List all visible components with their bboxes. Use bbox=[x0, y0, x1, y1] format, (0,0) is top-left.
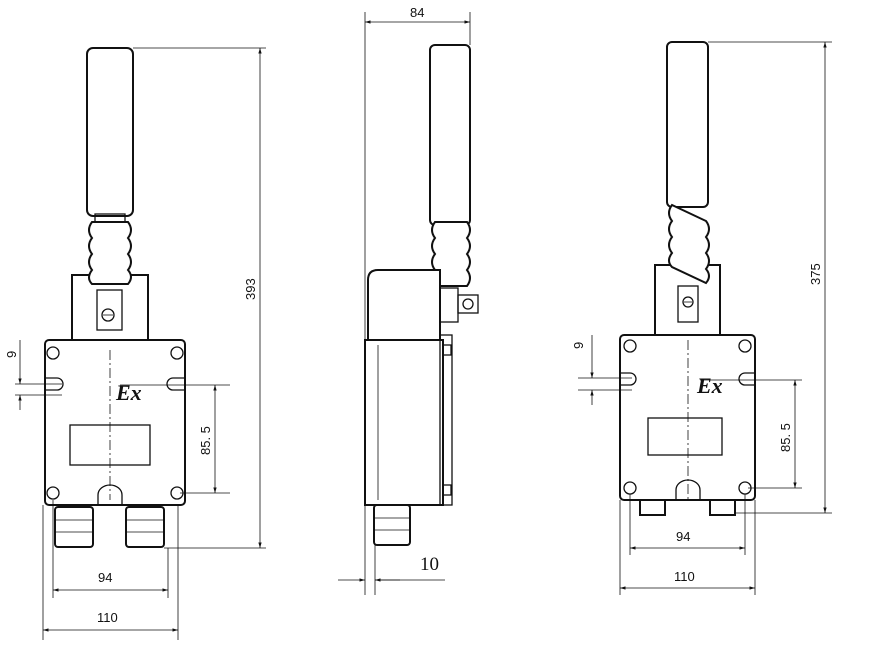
enclosure bbox=[364, 339, 444, 506]
mounting-plate bbox=[654, 264, 721, 338]
dim-overall-width: 110 bbox=[97, 610, 118, 625]
handle bbox=[666, 41, 709, 208]
dim-hole-spacing-horizontal: 94 bbox=[98, 570, 112, 585]
front-view-left: Ex 393 9 85. 5 94 110 bbox=[4, 47, 266, 640]
cable-gland bbox=[373, 504, 411, 546]
bellows bbox=[668, 203, 710, 285]
ex-marking: Ex bbox=[115, 380, 142, 405]
dim-slot-offset: 9 bbox=[4, 351, 19, 358]
dim-hole-spacing-vertical: 85. 5 bbox=[778, 423, 793, 452]
dim-hole-spacing-vertical: 85. 5 bbox=[198, 426, 213, 455]
nameplate bbox=[647, 417, 723, 456]
handle bbox=[429, 44, 471, 226]
cable-gland bbox=[639, 499, 666, 516]
ex-marking: Ex bbox=[696, 373, 723, 398]
dim-gland-offset: 10 bbox=[420, 554, 439, 575]
dim-overall-height: 375 bbox=[808, 263, 823, 285]
dim-overall-width: 110 bbox=[674, 569, 695, 584]
dim-depth: 84 bbox=[410, 5, 424, 20]
dim-hole-spacing-horizontal: 94 bbox=[676, 529, 690, 544]
dim-slot-offset: 9 bbox=[571, 342, 586, 349]
clamp bbox=[677, 285, 699, 323]
upper-housing bbox=[367, 269, 441, 341]
side-view: 84 10 bbox=[338, 5, 479, 595]
enclosure bbox=[44, 339, 186, 506]
nameplate bbox=[69, 424, 151, 466]
front-view-right: Ex 375 9 85. 5 94 110 bbox=[571, 41, 832, 595]
clamp bbox=[96, 289, 123, 331]
dim-overall-height: 393 bbox=[243, 278, 258, 300]
bellows bbox=[88, 221, 132, 285]
bellows bbox=[431, 221, 471, 287]
handle bbox=[86, 47, 134, 217]
cable-gland bbox=[125, 506, 165, 548]
cable-gland bbox=[709, 499, 736, 516]
cable-gland bbox=[54, 506, 94, 548]
